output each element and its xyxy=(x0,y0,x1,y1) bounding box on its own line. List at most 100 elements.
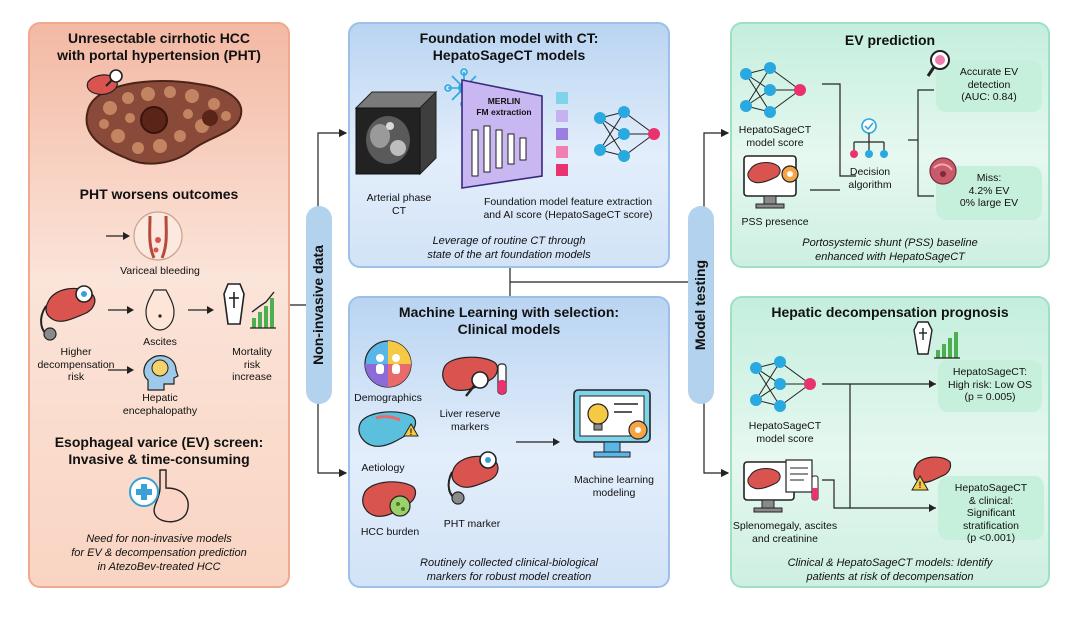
non-invasive-pill xyxy=(306,206,332,404)
higher-risk-label: Higher decompensation risk xyxy=(26,346,126,384)
ml-caption: Routinely collected clinical-biological … xyxy=(352,556,666,584)
neural-network-icon xyxy=(750,356,816,412)
box1-line2: High risk: Low OS xyxy=(947,378,1033,391)
ev-model-score-line2: model score xyxy=(746,136,804,149)
foundation-title-line1: Foundation model with CT: xyxy=(419,30,599,46)
decomp-caption: Clinical & HepatoSageCT models: Identify… xyxy=(734,556,1046,584)
box1-line1: HepatoSageCT: xyxy=(952,366,1028,378)
ev-screen-title: Esophageal varice (EV) screen: Invasive … xyxy=(36,434,282,468)
variceal-bleeding-icon xyxy=(133,211,183,261)
decomp-model-score-label: HepatoSageCT model score xyxy=(740,420,830,445)
need-caption: Need for non-invasive models for EV & de… xyxy=(36,532,282,574)
ml-title: Machine Learning with selection: Clinica… xyxy=(352,304,666,338)
ml-title-line1: Machine Learning with selection: xyxy=(398,304,620,320)
ev-model-score-line1: HepatoSageCT xyxy=(738,124,812,136)
accurate-ev-box: Accurate EV detection (AUC: 0.84) xyxy=(936,60,1042,112)
arrow-icon xyxy=(108,366,134,374)
liver-reserve-line1: Liver reserve xyxy=(439,408,501,420)
model-testing-label: Model testing xyxy=(692,259,708,351)
fm-extraction-block xyxy=(461,79,543,189)
arrow-icon xyxy=(516,438,560,446)
foundation-title-line2: HepatoSageCT models xyxy=(432,47,586,63)
hepatic-enc-line1: Hepatic xyxy=(142,392,178,404)
mortality-line1: Mortality xyxy=(232,346,272,358)
ascites-icon xyxy=(145,289,175,331)
magnifier-icon xyxy=(926,50,950,77)
foundation-caption-line1: Leverage of routine CT through xyxy=(432,235,586,247)
liver-stethoscope-icon xyxy=(40,285,96,341)
ml-modeling-label: Machine learning modeling xyxy=(564,474,664,499)
ev-model-score-label: HepatoSageCT model score xyxy=(730,124,820,149)
demographics-icon xyxy=(364,340,412,388)
arterial-line1: Arterial phase xyxy=(366,192,432,204)
box1-line3: (p = 0.005) xyxy=(964,391,1016,403)
arterial-line2: CT xyxy=(392,204,406,217)
need-line2: for EV & decompensation prediction xyxy=(71,547,247,559)
splenomegaly-label: Splenomegaly, ascites and creatinine xyxy=(730,520,840,545)
ml-caption-line2: markers for robust model creation xyxy=(426,571,592,583)
left-title-line2: with portal hypertension (PHT) xyxy=(57,47,261,63)
left-title-line1: Unresectable cirrhotic HCC xyxy=(67,30,251,46)
higher-risk-line1: Higher xyxy=(60,346,92,358)
box2-line3: Significant stratification xyxy=(962,507,1020,532)
hepatic-encephalopathy-label: Hepatic encephalopathy xyxy=(110,392,210,417)
miss-line2: 4.2% EV xyxy=(968,184,1010,197)
feature-line1: Foundation model feature extraction xyxy=(483,196,653,208)
ev-title-line1: Esophageal varice (EV) screen: xyxy=(54,434,264,450)
box2-line1: HepatoSageCT xyxy=(954,482,1028,494)
ev-title-line2: Invasive & time-consuming xyxy=(68,451,250,467)
merlin-label: MERLIN FM extraction xyxy=(472,96,536,118)
high-risk-box: HepatoSageCT: High risk: Low OS (p = 0.0… xyxy=(938,360,1042,412)
demographics-label: Demographics xyxy=(354,392,422,404)
ml-modeling-line2: modeling xyxy=(592,486,636,499)
feature-extraction-label: Foundation model feature extraction and … xyxy=(470,196,666,221)
liver-warning-icon: ! xyxy=(911,456,952,491)
box2-line4: (p <0.001) xyxy=(966,532,1016,544)
accurate-line2: detection xyxy=(967,78,1011,91)
decomp-model-score-line2: model score xyxy=(756,432,814,445)
accurate-line1: Accurate EV xyxy=(959,66,1019,78)
splenomegaly-line1: Splenomegaly, ascites xyxy=(732,520,838,532)
arrow-icon xyxy=(106,232,130,240)
stratification-box: HepatoSageCT & clinical: Significant str… xyxy=(938,476,1044,544)
ml-modeling-line1: Machine learning xyxy=(574,474,654,486)
cirrhotic-liver-icon xyxy=(85,69,243,165)
aetiology-liver-icon: ! xyxy=(358,411,419,447)
decision-algorithm-label: Decision algorithm xyxy=(830,166,910,191)
merlin-line1: MERLIN xyxy=(487,96,521,106)
decompensation-title: Hepatic decompensation prognosis xyxy=(771,304,1009,320)
mortality-line3: increase xyxy=(232,371,272,383)
decomp-caption-line2: patients at risk of decompensation xyxy=(806,571,974,583)
liver-reserve-line2: markers xyxy=(451,420,489,433)
liver-reserve-label: Liver reserve markers xyxy=(430,408,510,433)
decomp-caption-line1: Clinical & HepatoSageCT models: Identify xyxy=(787,557,993,569)
miss-line1: Miss: xyxy=(976,172,1002,184)
arrow-icon xyxy=(188,306,214,314)
ev-caption-line2: enhanced with HepatoSageCT xyxy=(815,251,965,263)
decomp-model-score-line1: HepatoSageCT xyxy=(748,420,822,432)
pss-monitor-icon xyxy=(743,155,799,209)
neural-network-icon xyxy=(740,62,806,118)
stomach-icon xyxy=(129,469,189,523)
decision-tree-icon xyxy=(850,118,888,158)
endoscopy-icon xyxy=(929,157,957,185)
variceal-bleeding-label: Variceal bleeding xyxy=(120,265,200,277)
coffin-chart-icon xyxy=(913,321,960,359)
mortality-line2: risk xyxy=(243,358,261,371)
miss-line3: 0% large EV xyxy=(959,197,1019,209)
feature-vector-icon xyxy=(556,92,568,176)
svg-text:!: ! xyxy=(919,480,922,490)
ml-monitor-icon xyxy=(573,389,651,458)
aetiology-label: Aetiology xyxy=(361,462,405,474)
non-invasive-label: Non-invasive data xyxy=(310,245,326,365)
clinical-monitor-icon xyxy=(743,459,819,513)
pss-presence-label: PSS presence xyxy=(741,216,809,228)
left-panel-title: Unresectable cirrhotic HCC with portal h… xyxy=(40,30,278,64)
hcc-burden-icon xyxy=(362,481,417,517)
brain-head-icon xyxy=(143,355,179,391)
foundation-caption-line2: state of the art foundation models xyxy=(427,249,591,261)
arterial-ct-label: Arterial phase CT xyxy=(356,192,442,217)
neural-network-icon xyxy=(594,106,660,162)
need-line1: Need for non-invasive models xyxy=(86,533,232,545)
pht-marker-icon xyxy=(447,451,499,505)
